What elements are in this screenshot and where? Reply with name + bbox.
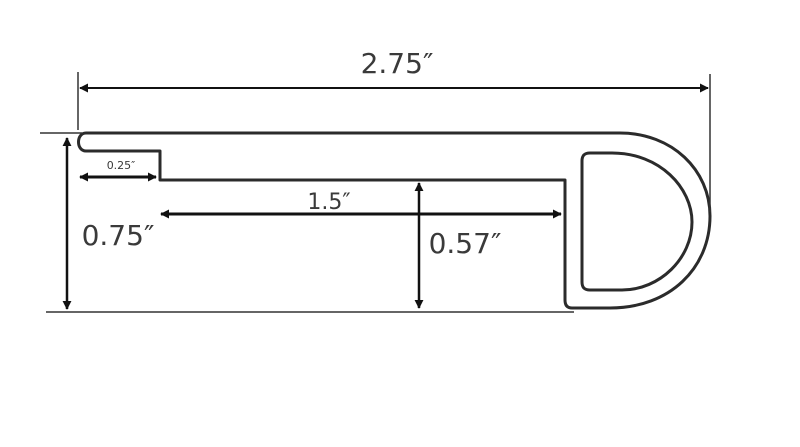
overall-width-label: 2.75″ <box>361 47 434 80</box>
overall-height-label: 0.75″ <box>82 219 155 252</box>
inner-cavity <box>580 151 694 292</box>
span-length-label: 1.5″ <box>307 190 350 215</box>
inner-height-label: 0.57″ <box>429 227 502 260</box>
profile-outline <box>77 131 712 310</box>
lip-width-label: 0.25″ <box>107 159 136 172</box>
